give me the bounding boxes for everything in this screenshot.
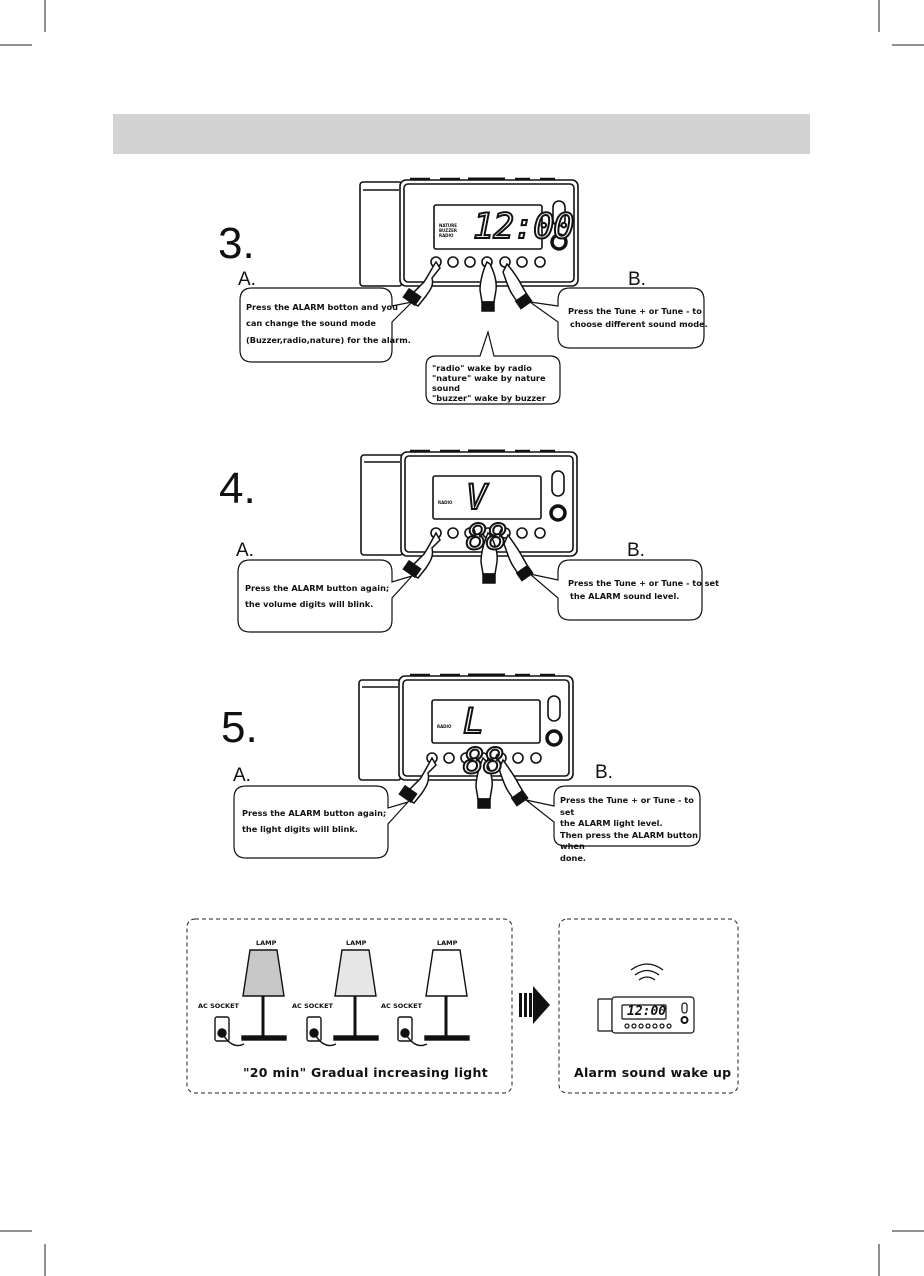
alarm-wake-caption: Alarm sound wake up [574,1065,732,1080]
callout-text: Press the ALARM botton and you [246,302,399,312]
callout-text: (Buzzer,radio,nature) for the alarm. [246,335,411,345]
callout-text: "buzzer" wake by buzzer [432,393,546,403]
lamp-label: LAMP [437,939,458,947]
callout-text: "radio" wake by radio [432,363,532,373]
callout-alarm-button: Press the ALARM botton and you can chang… [246,302,411,353]
socket-label: AC SOCKET [198,1002,239,1010]
callout-text: Press the ALARM button again; [245,583,390,593]
socket-label: AC SOCKET [292,1002,333,1010]
lamp-label: LAMP [256,939,277,947]
callout-text: Press the Tune + or Tune - to [568,306,702,316]
callout-alarm-button: Press the ALARM button again; the volume… [245,583,395,614]
label-b: B. [628,269,646,290]
label-b: B. [595,762,613,783]
callout-tune-buttons: Press the Tune + or Tune - to set the AL… [568,578,719,609]
socket-label: AC SOCKET [381,1002,422,1010]
callout-text: Press the Tune + or Tune - to set [560,795,694,817]
lamp-label: LAMP [346,939,367,947]
gradual-light-caption: "20 min" Gradual increasing light [243,1065,488,1080]
callout-text: Then press the ALARM button when [560,829,699,852]
label-b: B. [627,540,645,561]
callout-text: "nature" wake by nature sound [432,373,546,393]
step-number: 5. [221,703,258,752]
callout-text: Press the ALARM button again; [242,808,387,818]
callout-text: the ALARM sound level. [570,591,680,601]
indicator-label: NATURE [439,223,457,228]
section-header-bar [113,114,810,154]
callout-text: choose different sound mode. [570,319,708,329]
callout-sound-modes: "radio" wake by radio "nature" wake by n… [432,363,560,403]
lcd-display-step-3: NATURE BUZZER RADIO 12:00 [437,206,575,248]
callout-text: the light digits will blink. [242,824,358,834]
callout-tune-buttons: Press the Tune + or Tune - to choose dif… [568,306,708,337]
callout-tune-buttons: Press the Tune + or Tune - to set the AL… [560,795,700,863]
lcd-display-step-4: RADIO V 88 [436,477,540,559]
small-clock-digits: 12:00 [627,1004,667,1019]
callout-text: can change the sound mode [246,318,376,328]
label-a: A. [233,765,251,786]
label-a: A. [238,269,256,290]
callout-text: Press the Tune + or Tune - to set [568,578,720,588]
callout-text: the volume digits will blink. [245,599,374,609]
lcd-digits: 12:00 [472,206,575,248]
indicator-label: BUZZER [439,228,457,233]
step-number: 3. [218,219,255,268]
lcd-indicators: NATURE BUZZER RADIO [439,223,457,238]
step-number: 4. [219,464,256,513]
lcd-digits: L 88 [462,701,505,783]
callout-alarm-button: Press the ALARM button again; the light … [242,808,392,839]
indicator-label: RADIO [439,233,454,238]
lcd-digits: V 88 [465,477,508,559]
callout-text: the ALARM light level. [560,818,663,828]
callout-text: done. [560,852,586,863]
indicator-label: RADIO [438,500,453,505]
lcd-display-step-5: RADIO L 88 [435,701,539,783]
indicator-label: RADIO [437,724,452,729]
label-a: A. [236,540,254,561]
